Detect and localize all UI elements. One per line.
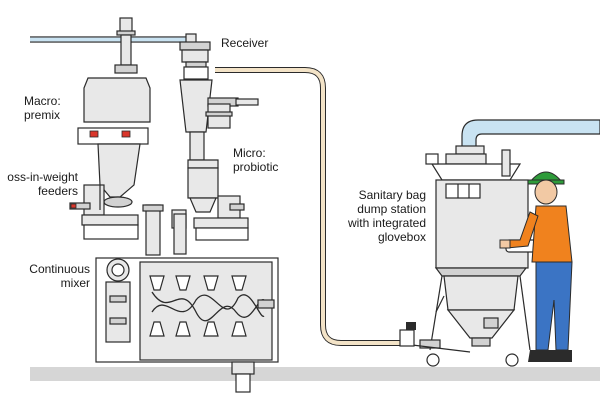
label-loss-in-weight-feeders: oss-in-weight feeders <box>7 170 78 198</box>
receiver-and-micro-hopper <box>171 33 259 241</box>
label-continuous-mixer: Continuous mixer <box>29 262 90 290</box>
label-micro-probiotic: Micro: probiotic <box>233 146 279 174</box>
dust-collection-duct <box>461 119 600 149</box>
bag-dump-station <box>399 145 537 367</box>
label-receiver: Receiver <box>221 36 269 50</box>
macro-premix-hopper <box>69 17 151 240</box>
label-macro-premix: Macro: premix <box>24 94 61 122</box>
label-bag-dump-station: Sanitary bag dump station with integrate… <box>347 188 426 244</box>
worker-figure <box>499 171 573 362</box>
floor <box>30 367 600 381</box>
supply-pipe <box>30 36 186 43</box>
continuous-mixer <box>95 204 279 393</box>
